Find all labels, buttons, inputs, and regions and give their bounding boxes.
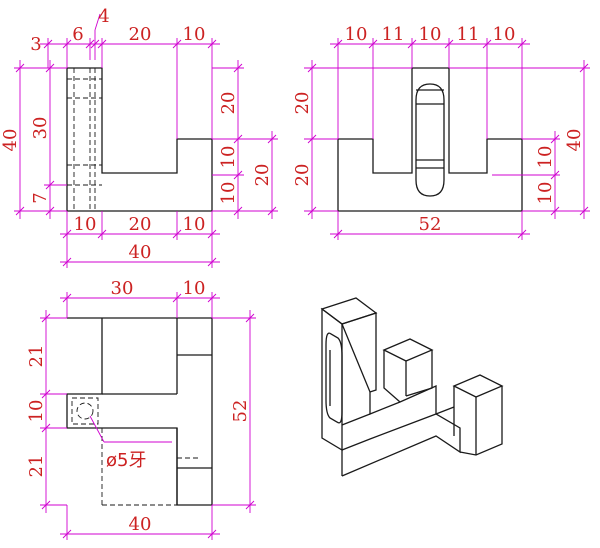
iso-base-top-edge [341,413,371,426]
top-view-dimension-text: 30 10 21 10 21 52 ø5牙 40 [26,278,251,535]
front-view-hidden-lines [67,68,177,211]
iso-tall-block-front-face [341,312,377,393]
side-top-dim-11-b: 11 [457,24,480,45]
iso-tall-block-top [320,297,378,325]
side-left-dim-20-upper: 20 [292,92,313,115]
side-overall-width-52: 52 [419,214,442,235]
front-bottom-dim-10-right: 10 [183,214,206,235]
side-top-dim-11-a: 11 [382,24,405,45]
front-view-outline [66,67,213,212]
side-view: 10 11 10 11 10 20 20 10 10 40 52 [292,24,590,240]
iso-right-block-right [459,386,503,456]
top-left-dim-21-upper: 21 [26,345,47,368]
top-view-dimension-lines [40,292,256,540]
side-top-dim-10-a: 10 [345,24,368,45]
side-view-outline [337,67,523,212]
side-view-dimension-text: 10 11 10 11 10 20 20 10 10 40 52 [292,24,585,235]
hole-thread-note: ø5牙 [106,450,146,471]
front-right-dim-20-upper: 20 [218,92,239,115]
side-right-dim-10-lower: 10 [535,182,556,205]
front-top-dim-10: 10 [183,24,206,45]
top-top-dim-30: 30 [111,278,134,299]
side-top-dim-10-c: 10 [493,24,516,45]
side-right-dim-40: 40 [564,129,585,152]
front-right-dim-10-upper: 10 [218,146,239,169]
front-top-dim-6: 6 [72,24,83,45]
iso-step-edge [435,406,455,415]
front-bottom-dim-20: 20 [129,214,152,235]
front-overall-width-40: 40 [129,242,152,263]
front-bottom-dim-10-left: 10 [74,214,97,235]
side-top-dim-10-b: 10 [419,24,442,45]
iso-middle-block-top [382,338,434,362]
front-view-dimension-text: 3 6 4 20 10 40 30 7 20 10 10 20 10 20 10… [0,6,273,263]
side-right-dim-10-upper: 10 [535,146,556,169]
top-overall-width-40: 40 [129,514,152,535]
top-top-dim-10: 10 [183,278,206,299]
iso-middle-block-left [383,350,401,403]
iso-middle-block-right [405,350,433,397]
front-right-dim-10-lower: 10 [218,182,239,205]
front-top-dim-20: 20 [129,24,152,45]
front-right-dim-20-outer: 20 [252,164,273,187]
top-view-hidden-lines [71,318,200,506]
isometric-view [320,297,504,477]
front-left-dim-30: 30 [30,117,51,140]
iso-right-block-top [452,374,504,398]
front-top-dim-3: 3 [30,34,41,55]
top-left-dim-21-lower: 21 [26,455,47,478]
front-left-dim-40: 40 [0,129,21,152]
front-top-dim-4: 4 [98,6,109,27]
front-view: 3 6 4 20 10 40 30 7 20 10 10 20 10 20 10… [0,6,278,268]
top-right-dim-52: 52 [230,400,251,423]
front-left-dim-7: 7 [30,192,51,203]
top-left-dim-10: 10 [26,400,47,423]
iso-tall-block-left-face [321,307,343,452]
front-view-dimension-lines [14,13,278,268]
side-left-dim-20-lower: 20 [292,164,313,187]
iso-slot [325,332,343,424]
top-view: 30 10 21 10 21 52 ø5牙 40 [26,278,256,540]
iso-base-lower [341,413,461,477]
top-view-outline [66,317,213,506]
side-view-dimension-lines [304,38,590,240]
